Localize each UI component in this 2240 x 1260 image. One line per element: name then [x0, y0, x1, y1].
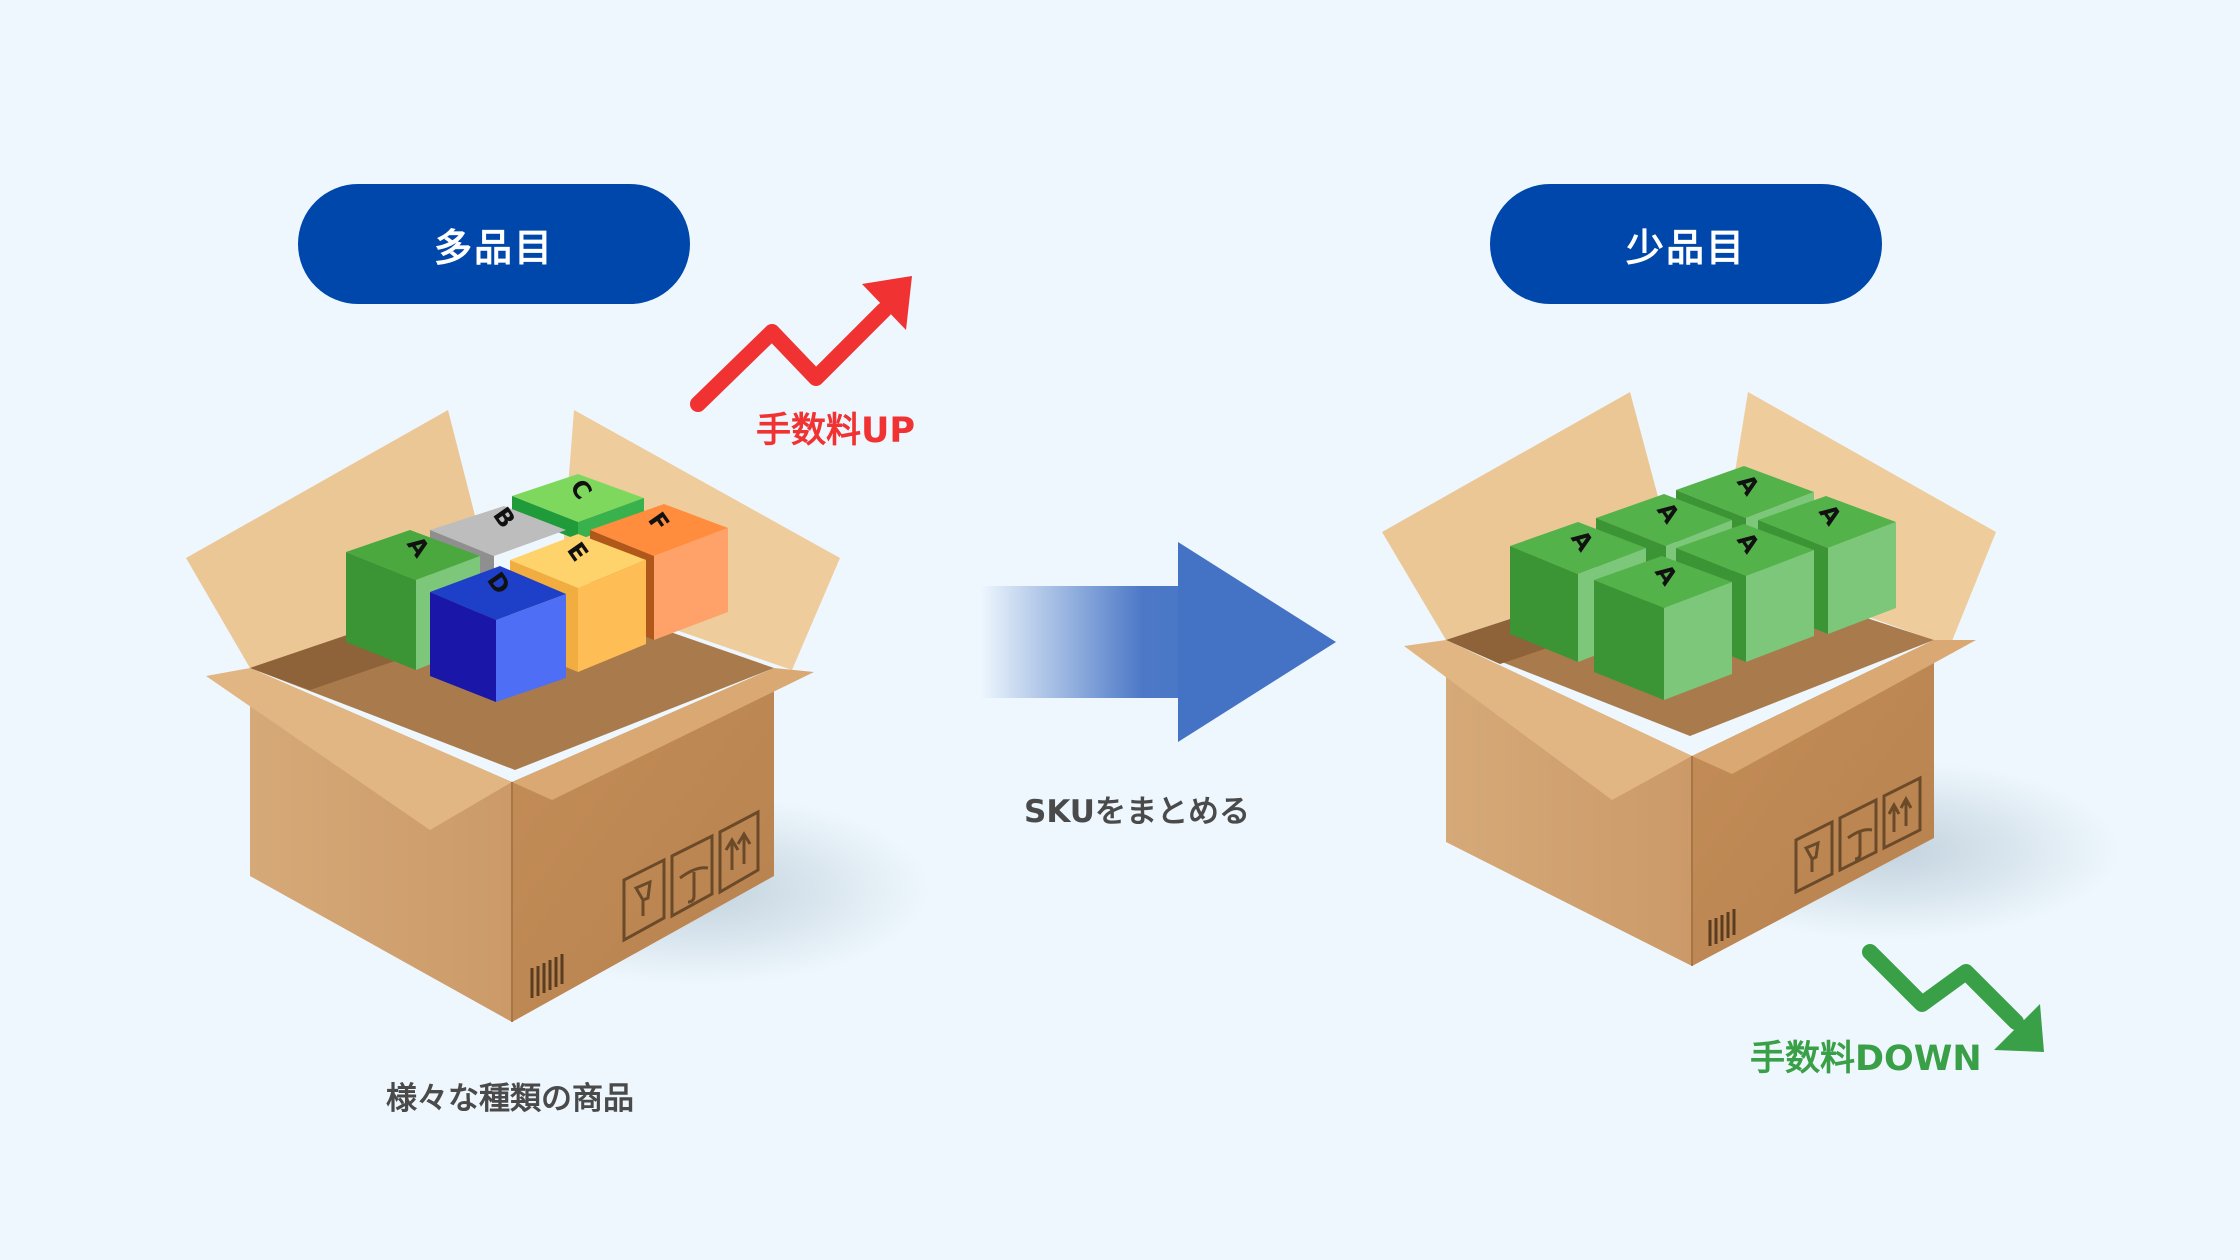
- left-box: C B F A E: [186, 410, 930, 1022]
- fee-down-label: 手数料DOWN: [1750, 1039, 1982, 1079]
- few-item-badge: 少品目: [1490, 184, 1882, 304]
- right-box: A A A A A A: [1382, 392, 2120, 966]
- fee-up-arrow: [690, 276, 912, 412]
- fee-down-arrow: [1862, 944, 2044, 1052]
- cube-a-6: A: [1594, 556, 1732, 700]
- fee-up-label: 手数料UP: [756, 411, 916, 451]
- multi-item-badge: 多品目: [298, 184, 690, 304]
- transfer-arrow: [980, 542, 1336, 742]
- consolidate-sku-label: SKUをまとめる: [1024, 794, 1250, 830]
- various-products-caption: 様々な種類の商品: [386, 1081, 634, 1117]
- cube-d: D: [430, 566, 566, 702]
